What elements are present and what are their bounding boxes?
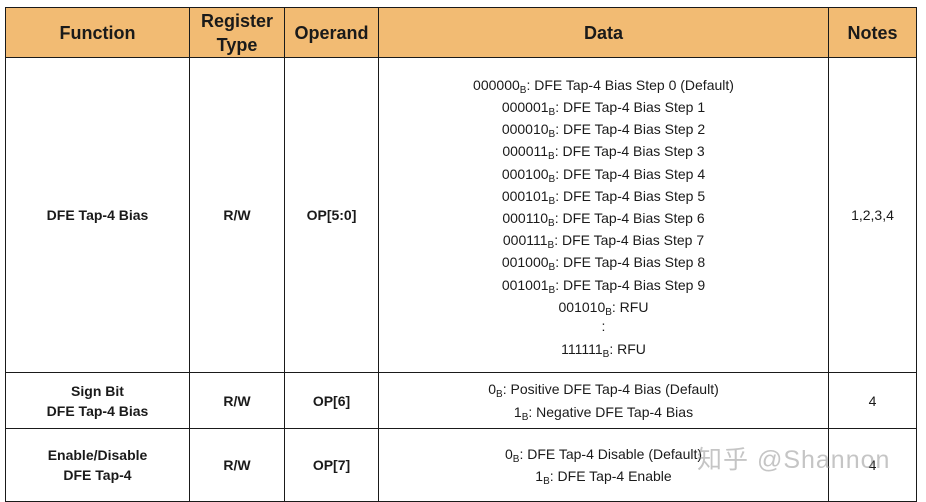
header-function: Function xyxy=(5,7,190,58)
table-row: Sign Bit DFE Tap-4 Bias R/W OP[6] 0B: Po… xyxy=(5,372,917,429)
table-row: DFE Tap-4 Bias R/W OP[5:0] 000000B: DFE … xyxy=(5,57,917,373)
notes-cell: 4 xyxy=(828,428,917,502)
notes-cell: 4 xyxy=(828,372,917,429)
data-line: 000110B: DFE Tap-4 Bias Step 6 xyxy=(502,210,705,229)
header-register-type: Register Type xyxy=(189,7,285,58)
data-line: 001000B: DFE Tap-4 Bias Step 8 xyxy=(501,254,706,274)
data-cell: 0B: Positive DFE Tap-4 Bias (Default) 1B… xyxy=(378,372,829,429)
data-line: 000000B: DFE Tap-4 Bias Step 0 (Default) xyxy=(473,76,734,96)
watermark: 知乎 @Shannon xyxy=(697,446,891,474)
data-line: 001010B: RFU xyxy=(558,298,649,318)
header-register-type-line2: Type xyxy=(216,34,258,55)
data-line: 000001B: DFE Tap-4 Bias Step 1 xyxy=(501,99,706,119)
register-type-cell: R/W xyxy=(189,57,285,373)
data-line: 000100B: DFE Tap-4 Bias Step 4 xyxy=(501,165,706,185)
data-line: 0B: DFE Tap-4 Disable (Default) xyxy=(504,445,703,465)
data-line: 111111B: RFU xyxy=(561,340,646,360)
register-type-cell: R/W xyxy=(189,372,285,429)
table-row: Enable/Disable DFE Tap-4 R/W OP[7] 0B: D… xyxy=(5,428,917,502)
operand-cell: OP[6] xyxy=(284,372,379,429)
function-name-line2: DFE Tap-4 Bias xyxy=(46,402,149,419)
operand-cell: OP[7] xyxy=(284,428,379,502)
data-line: 000111B: DFE Tap-4 Bias Step 7 xyxy=(502,232,705,252)
header-register-type-line1: Register xyxy=(200,10,274,31)
function-name-line1: Enable/Disable xyxy=(47,447,148,463)
data-line: 000101B: DFE Tap-4 Bias Step 5 xyxy=(501,187,706,207)
function-cell: Enable/Disable DFE Tap-4 xyxy=(5,428,190,502)
data-line: 000010B: DFE Tap-4 Bias Step 2 xyxy=(501,121,706,141)
function-cell: DFE Tap-4 Bias xyxy=(5,57,190,373)
register-spec-table: Function Register Type Operand Data Note… xyxy=(5,7,917,502)
function-name: DFE Tap-4 Bias xyxy=(46,207,149,223)
header-operand: Operand xyxy=(284,7,379,58)
header-data: Data xyxy=(378,7,829,58)
data-line: 1B: DFE Tap-4 Enable xyxy=(535,468,672,487)
data-line: 000011B: DFE Tap-4 Bias Step 3 xyxy=(502,143,705,163)
function-name-line2: DFE Tap-4 xyxy=(63,467,132,483)
function-cell: Sign Bit DFE Tap-4 Bias xyxy=(5,372,190,429)
register-type-cell: R/W xyxy=(189,428,285,502)
data-line: 0B: Positive DFE Tap-4 Bias (Default) xyxy=(488,381,719,401)
header-notes: Notes xyxy=(828,7,917,58)
function-name-line1: Sign Bit xyxy=(71,382,124,399)
data-line: 001001B: DFE Tap-4 Bias Step 9 xyxy=(501,276,706,296)
data-cell: 000000B: DFE Tap-4 Bias Step 0 (Default)… xyxy=(378,57,829,373)
notes-cell: 1,2,3,4 xyxy=(828,57,917,373)
header-row: Function Register Type Operand Data Note… xyxy=(5,7,917,58)
operand-cell: OP[5:0] xyxy=(284,57,379,373)
data-line-ellipsis: : xyxy=(601,317,606,334)
data-line: 1B: Negative DFE Tap-4 Bias xyxy=(513,403,694,423)
data-cell: 0B: DFE Tap-4 Disable (Default) 1B: DFE … xyxy=(378,428,829,502)
